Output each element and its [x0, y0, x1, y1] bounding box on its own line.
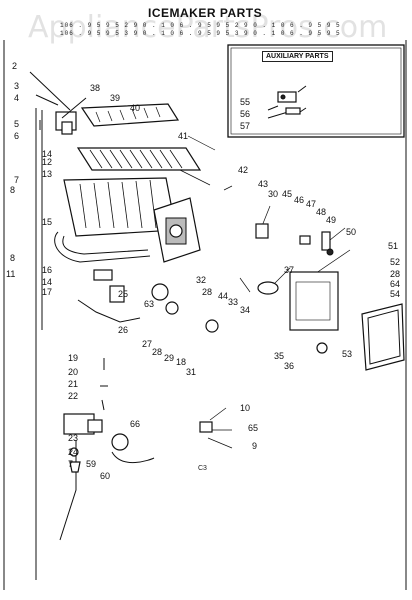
callout-49: 49 [326, 215, 337, 225]
callout-32: 32 [196, 275, 207, 285]
callout-25: 25 [118, 289, 129, 299]
auxiliary-parts-label: AUXILIARY PARTS [262, 51, 333, 62]
callout-64: 64 [390, 279, 401, 289]
callout-33: 33 [228, 297, 239, 307]
auxiliary-parts-box-inner [230, 47, 402, 135]
callout-13: 13 [42, 169, 53, 179]
callout-63: 63 [144, 299, 155, 309]
callout-48: 48 [316, 207, 327, 217]
auxiliary-parts-drawing [267, 85, 307, 119]
callout-28-mid: 28 [202, 287, 213, 297]
callout-21: 21 [68, 379, 79, 389]
callout-3: 3 [14, 81, 20, 91]
callout-8-lower: 8 [10, 253, 16, 263]
callout-28-right: 28 [390, 269, 401, 279]
watermark: AppliancePartsPros.com [28, 10, 388, 45]
callout-39: 39 [110, 93, 121, 103]
model-line-2: 106 . 9 5 9 5 3 9 0 . 1 0 6 . 9 5 9 5 3 … [60, 30, 340, 37]
callout-56: 56 [240, 109, 251, 119]
wire-harness-drawing [29, 71, 87, 580]
callout-14: 14 [42, 149, 53, 159]
callout-30: 30 [268, 189, 279, 199]
callout-4: 4 [14, 93, 20, 103]
callout-8: 8 [10, 185, 16, 195]
callout-28: 28 [152, 347, 163, 357]
callout-9: 9 [252, 441, 258, 451]
auxiliary-parts-box [227, 44, 405, 138]
callout-18: 18 [176, 357, 187, 367]
callout-44: 44 [218, 291, 229, 301]
callout-14-lower: 14 [42, 277, 53, 287]
callout-54: 54 [390, 289, 401, 299]
callout-38: 38 [90, 83, 101, 93]
callout-27: 27 [142, 339, 153, 349]
callout-47: 47 [306, 199, 317, 209]
callout-5: 5 [14, 119, 20, 129]
callout-16: 16 [42, 265, 53, 275]
callout-26: 26 [118, 325, 129, 335]
callout-37: 37 [284, 265, 295, 275]
callout-43: 43 [258, 179, 269, 189]
callout-19: 19 [68, 353, 79, 363]
callout-31: 31 [186, 367, 197, 377]
callout-17: 17 [42, 287, 53, 297]
ice-mold-drawing [54, 103, 202, 263]
callout-40: 40 [130, 103, 141, 113]
callout-35: 35 [274, 351, 285, 361]
callout-60: 60 [100, 471, 111, 481]
leader-lines [179, 135, 351, 449]
callout-7-lower: 7 [68, 459, 74, 469]
callout-59: 59 [86, 459, 97, 469]
callout-41: 41 [178, 131, 189, 141]
callout-45: 45 [282, 189, 293, 199]
model-line-1: 106 . 9 5 9 5 2 9 0 . 1 0 6 . 9 5 9 5 2 … [60, 22, 340, 29]
callout-36: 36 [284, 361, 295, 371]
callout-22: 22 [68, 391, 79, 401]
callout-50: 50 [346, 227, 357, 237]
callout-10: 10 [240, 403, 251, 413]
callout-55: 55 [240, 97, 251, 107]
callout-53: 53 [342, 349, 353, 359]
callout-57: 57 [240, 121, 251, 131]
callout-46: 46 [294, 195, 305, 205]
callout-23: 23 [68, 433, 79, 443]
callout-51: 51 [388, 241, 399, 251]
callout-65: 65 [248, 423, 259, 433]
callout-15: 15 [42, 217, 53, 227]
switch-parts-drawing [255, 223, 405, 371]
callout-29: 29 [164, 353, 175, 363]
callout-2: 2 [12, 61, 18, 71]
callout-34: 34 [240, 305, 251, 315]
callout-42: 42 [238, 165, 249, 175]
callout-11: 11 [6, 269, 16, 279]
callout-20: 20 [68, 367, 79, 377]
diagram-title: ICEMAKER PARTS [148, 6, 263, 20]
callout-12: 12 [42, 157, 53, 167]
callout-24: 24 [68, 447, 79, 457]
callout-6: 6 [14, 131, 20, 141]
callout-66: 66 [130, 419, 141, 429]
callout-7: 7 [14, 175, 20, 185]
callout-52: 52 [390, 257, 401, 267]
water-valve-drawing [59, 269, 219, 541]
diagram-code: C3 [198, 465, 207, 472]
